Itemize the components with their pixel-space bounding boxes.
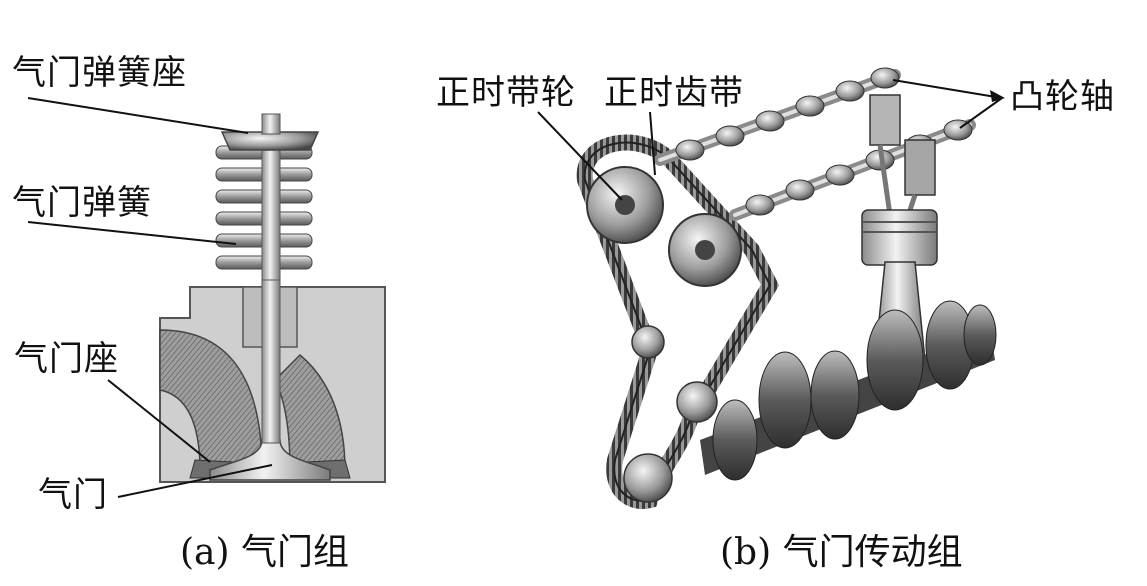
spring-retainer <box>220 131 320 151</box>
timing-pulley-upper-hub <box>615 195 635 215</box>
crank-pulley <box>623 453 673 503</box>
camshaft-lower <box>729 119 976 221</box>
label-valve-spring: 气门弹簧 <box>12 183 152 223</box>
label-timing-pulley: 正时带轮 <box>436 73 576 113</box>
label-valve-seat: 气门座 <box>14 339 119 379</box>
leader-spring <box>27 221 237 245</box>
valve-train-illustration <box>576 67 997 509</box>
valve-assembly <box>869 94 936 226</box>
leader-spring-seat <box>27 97 249 134</box>
timing-belt-outline <box>583 141 772 502</box>
label-valve: 气门 <box>38 475 108 515</box>
leader-timing-belt <box>649 111 656 176</box>
label-camshaft: 凸轮轴 <box>1010 77 1115 117</box>
leader-valve-seat <box>107 379 211 463</box>
leader-valve <box>117 464 273 498</box>
leader-timing-pulley <box>537 111 623 201</box>
valve-head <box>209 439 331 481</box>
valve-stem-front <box>261 139 281 281</box>
right-leader-lines <box>537 79 1003 201</box>
piston <box>861 209 938 266</box>
leader-camshaft-lower <box>959 97 1003 129</box>
label-valve-spring-seat: 气门弹簧座 <box>12 53 187 93</box>
caption-valve-group: (a) 气门组 <box>180 532 349 573</box>
idler-pulley <box>631 325 665 359</box>
crankshaft <box>700 300 997 481</box>
caption-valve-train-group: (b) 气门传动组 <box>720 532 963 573</box>
stem-tip <box>261 113 281 135</box>
camshaft-arrow-head <box>990 90 1005 102</box>
camshaft-upper <box>654 67 901 166</box>
valve-group-illustration <box>159 113 386 483</box>
left-leader-lines <box>27 97 273 498</box>
timing-pulley-lower-hub <box>695 240 715 260</box>
tensioner-pulley <box>676 381 718 423</box>
label-timing-belt: 正时齿带 <box>604 73 744 113</box>
leader-camshaft-upper <box>892 79 1003 99</box>
